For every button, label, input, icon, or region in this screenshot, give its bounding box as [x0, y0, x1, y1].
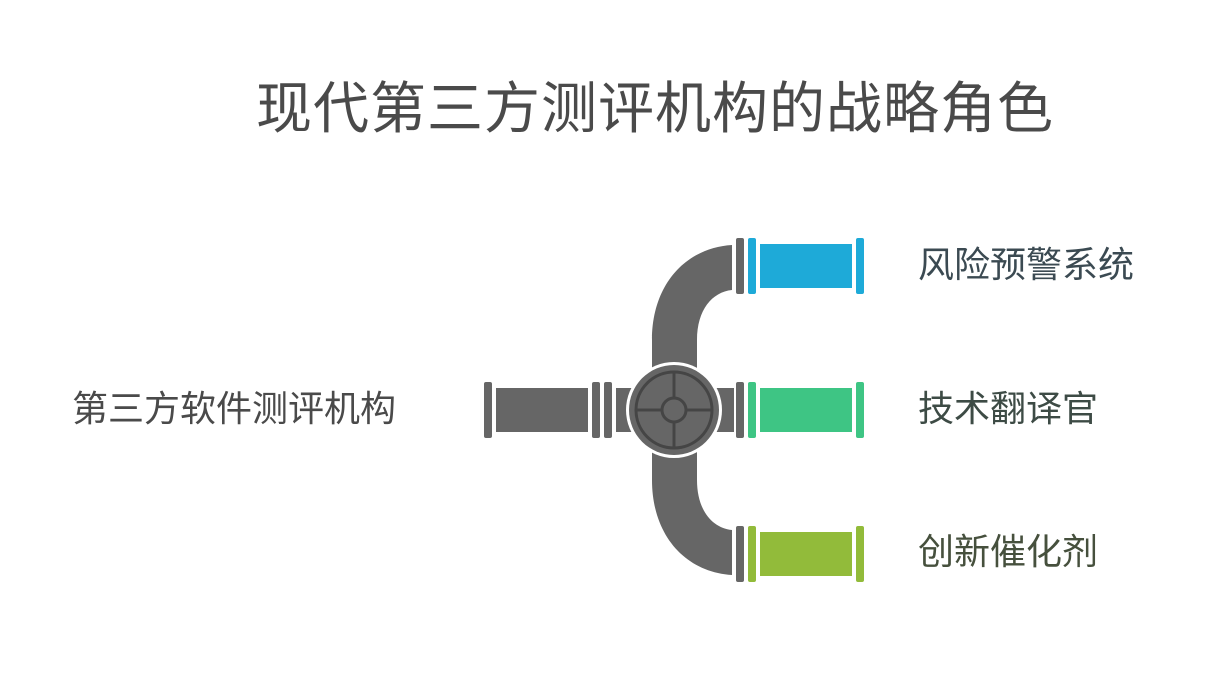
- source-label: 第三方软件测评机构: [72, 389, 397, 430]
- inlet-flange-right-1: [592, 382, 600, 438]
- inlet-pipe-body: [496, 388, 588, 432]
- outlet-gray-flanges: [736, 238, 744, 582]
- page-title: 现代第三方测评机构的战略角色: [256, 77, 1054, 142]
- branch-label-risk-warning: 风险预警系统: [918, 245, 1135, 286]
- inlet-flange-right-2: [604, 382, 612, 438]
- inlet-pipe: [484, 382, 636, 438]
- inlet-flange-left: [484, 382, 492, 438]
- branch-label-tech-translator: 技术翻译官: [918, 389, 1099, 430]
- outlet-pipe-tech-translator: [748, 382, 864, 438]
- branch-label-innovation-catalyst: 创新催化剂: [918, 532, 1099, 573]
- bottom-bend-pipe: [652, 450, 732, 575]
- outlet-pipe-risk-warning: [748, 238, 864, 294]
- top-bend-pipe: [652, 245, 732, 370]
- outlet-pipe-innovation-catalyst: [748, 526, 864, 582]
- valve-wheel-icon: [626, 362, 722, 458]
